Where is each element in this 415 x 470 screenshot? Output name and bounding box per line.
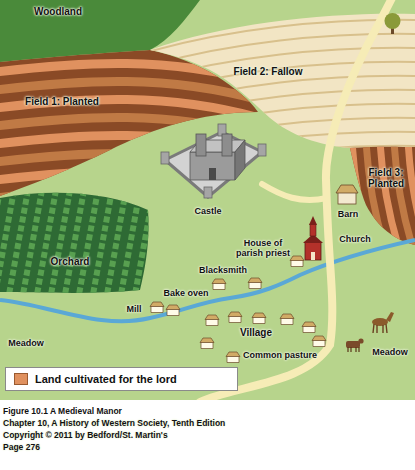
caption-line: Chapter 10, A History of Western Society… [3, 419, 225, 429]
keep-tower [196, 134, 206, 156]
cow-body [346, 341, 360, 348]
legend-text: Land cultivated for the lord [35, 373, 177, 385]
field-label: Field 3: Planted [363, 167, 409, 189]
building-label: Church [339, 234, 371, 244]
region-label: Village [240, 327, 272, 338]
castle-road [262, 184, 327, 200]
church-drawing [303, 216, 323, 260]
figure-caption: Figure 10.1 A Medieval Manor [3, 407, 122, 417]
priest-house [290, 256, 304, 267]
barn-drawing [336, 185, 358, 204]
castle-wall [165, 132, 262, 197]
caption-line: Page 276 [3, 443, 40, 453]
village-house [200, 338, 214, 349]
cow-head [358, 338, 363, 343]
fallow-ground [140, 0, 415, 160]
mill-house [150, 302, 164, 313]
field-label: Field 2: Fallow [234, 66, 303, 77]
barn-roof [336, 185, 358, 193]
horse-legs [373, 324, 387, 333]
road [200, 0, 392, 400]
village-house [302, 322, 316, 333]
village-house [226, 352, 240, 363]
lord-strip [408, 140, 415, 252]
legend-swatch [14, 373, 28, 385]
blacksmith-house [248, 278, 262, 289]
region-label: Orchard [51, 256, 90, 267]
keep-side [235, 140, 245, 180]
wall-tower [258, 144, 266, 156]
bake-oven-house [212, 279, 226, 290]
wall-tower [161, 152, 169, 164]
church-wall [305, 242, 321, 260]
castle-drawing [161, 124, 266, 198]
building-label: Barn [338, 209, 359, 219]
barn-wall [338, 192, 356, 204]
region-label: Woodland [34, 6, 82, 17]
village-house [312, 336, 326, 347]
keep-gate [209, 168, 216, 180]
caption-line: Copyright © 2011 by Bedford/St. Martin's [3, 431, 168, 441]
mill-house [166, 305, 180, 316]
cow-figure [346, 338, 364, 352]
church-door [311, 252, 315, 260]
building-label: Castle [194, 206, 221, 216]
tree-row [148, 190, 168, 300]
church-spire [309, 216, 317, 225]
keep-tower [222, 134, 232, 156]
church-steeple [310, 224, 316, 236]
manor-illustration [0, 0, 415, 400]
horse-head [386, 312, 394, 322]
village-house [280, 314, 294, 325]
legend-box: Land cultivated for the lord [5, 367, 238, 391]
wall-tower [204, 187, 212, 198]
village-house [205, 315, 219, 326]
tree-figure [385, 13, 401, 34]
orchard-ground [0, 185, 155, 300]
building-label: House of parish priest [230, 238, 296, 258]
building-label: Bake oven [163, 288, 208, 298]
building-label: Mill [127, 304, 142, 314]
village-house [252, 313, 266, 324]
region-label: Meadow [372, 347, 408, 357]
field-label: Field 1: Planted [25, 96, 99, 107]
tree-crown [385, 13, 401, 29]
region-label: Common pasture [243, 350, 317, 360]
orchard-area [0, 185, 168, 300]
region-label: Meadow [8, 338, 44, 348]
river [0, 240, 415, 321]
tree-row [134, 190, 154, 300]
cow-legs [348, 347, 359, 352]
building-label: Blacksmith [199, 265, 247, 275]
horse-figure [372, 312, 394, 333]
village-house [228, 312, 242, 323]
